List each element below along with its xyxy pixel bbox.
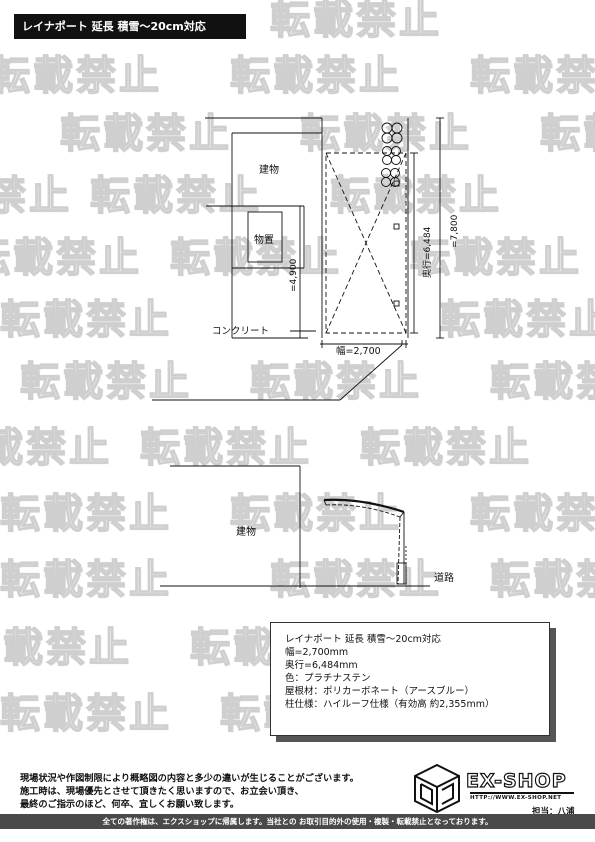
- post-base: [396, 562, 407, 585]
- total-dimension: =7,800: [450, 214, 460, 248]
- note-line: 現場状況や作図制限により概略図の内容と多少の違いが生じることがございます。: [20, 773, 359, 784]
- logo-name: EX-SHOP: [465, 769, 567, 792]
- spec-post: 柱仕様：ハイルーフ仕様（有効高 約2,355mm）: [285, 699, 495, 710]
- copyright-footer: 全ての著作権は、エクスショップに帰属します。当社との お取引目的外の使用・複製・…: [0, 814, 595, 829]
- logo-url: HTTP://WWW.EX-SHOP.NET: [470, 795, 562, 801]
- storage-shed: [247, 211, 283, 263]
- spec-color: 色：プラチナステン: [285, 673, 371, 684]
- plan-building-label: 建物: [259, 163, 279, 176]
- road-label: 道路: [434, 571, 454, 584]
- post-marker: [393, 300, 400, 307]
- spec-box: レイナポート 延長 積雪～20cm対応 幅=2,700mm 奥行=6,484mm…: [270, 622, 550, 736]
- spec-product: レイナポート 延長 積雪～20cm対応: [285, 634, 441, 645]
- elevation-view: [160, 465, 430, 588]
- shrub-icon: [381, 122, 403, 144]
- note-line: 最終のご指示のほど、何卒、宜しくお願い致します。: [20, 799, 240, 810]
- elevation-building-label: 建物: [236, 525, 256, 538]
- depth-dimension: 奥行=6,484: [421, 226, 433, 278]
- shrub-icon: [381, 168, 400, 187]
- spec-width: 幅=2,700mm: [285, 647, 349, 658]
- width-dimension: 幅=2,700: [336, 345, 381, 357]
- spec-roof: 屋根材：ポリカーボネート（アースブルー）: [285, 686, 474, 697]
- disclaimer-notes: 現場状況や作図制限により概略図の内容と多少の違いが生じることがございます。 施工…: [20, 772, 359, 811]
- company-logo: EX-SHOP HTTP://WWW.EX-SHOP.NET 担当：八浦: [412, 762, 578, 817]
- shrub-icon: [382, 146, 401, 165]
- cube-logo-icon: [414, 763, 460, 814]
- page-title: レイナポート 延長 積雪～20cm対応: [14, 14, 246, 39]
- note-line: 施工時は、現場優先とさせて頂きたく思いますので、お立会い頂き、: [20, 786, 304, 797]
- carport-drawing: 建物 物置 コンクリート 幅=2,700 奥行=6,484 =7,800 =4,…: [152, 117, 460, 588]
- plan-storage-label: 物置: [254, 233, 274, 246]
- post-marker: [393, 223, 400, 230]
- plan-view: [152, 117, 444, 401]
- offset-dimension: =4,900: [289, 258, 299, 292]
- carport-roof: [323, 498, 405, 514]
- carport-roof-outline: [325, 152, 407, 334]
- spec-depth: 奥行=6,484mm: [285, 660, 358, 671]
- plan-concrete-label: コンクリート: [212, 326, 269, 337]
- logo-divider: [470, 792, 574, 794]
- staff-name: 担当：八浦: [532, 807, 575, 817]
